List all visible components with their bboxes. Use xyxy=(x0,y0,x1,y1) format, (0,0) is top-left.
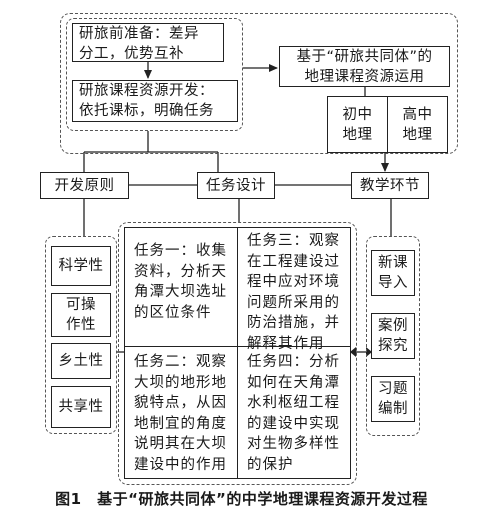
usage-box: 基于“研旅共同体”的 地理课程资源运用 xyxy=(279,46,450,87)
task-3: 任务三：观察 在工程建设过 程中应对环境 问题所采用的 防治措施，并 解释其作用 xyxy=(247,233,340,352)
step-case-study: 案例 探究 xyxy=(371,313,415,359)
principle-operable: 可操 作性 xyxy=(51,293,111,337)
prep-line-1: 研旅前准备：差异 xyxy=(79,26,199,42)
teaching-dashed-frame xyxy=(366,236,420,436)
usage-line-1: 基于“研旅共同体”的 xyxy=(296,48,433,65)
header-task-design: 任务设计 xyxy=(197,172,275,199)
header-teaching: 教学环节 xyxy=(351,172,429,199)
prep-dev-dashed-frame xyxy=(66,18,243,131)
step-exercises: 习题 编制 xyxy=(371,376,415,422)
tasks-dashed-frame xyxy=(118,222,357,485)
task-2: 任务二：观察 大坝的地形地 貌特点，从因 地制宜的角度 说明其在大坝 建设中的作… xyxy=(134,354,227,473)
dev-line-1: 研旅课程资源开发： xyxy=(79,83,214,99)
principle-local: 乡土性 xyxy=(51,343,111,379)
prep-box: 研旅前准备：差异 分工，优势互补 xyxy=(72,23,224,62)
figure-caption: 图1 基于“研旅共同体”的中学地理课程资源开发过程 xyxy=(55,490,428,508)
dev-box: 研旅课程资源开发： 依托课标，明确任务 xyxy=(72,80,238,122)
principle-shared: 共享性 xyxy=(51,386,111,428)
top-dashed-frame xyxy=(60,13,458,154)
header-principles: 开发原则 xyxy=(40,172,129,199)
levels-box: 初中 地理 高中 地理 xyxy=(327,96,448,153)
prep-line-2: 分工，优势互补 xyxy=(79,46,184,62)
step-new-lesson: 新课 导入 xyxy=(371,250,415,296)
level-senior: 高中 地理 xyxy=(402,106,433,143)
task-4: 任务四：分析 如何在天角潭 水利枢纽工程 的建设中实现 对生物多样性 的保护 xyxy=(247,354,340,473)
level-junior: 初中 地理 xyxy=(328,97,388,152)
principle-scientific: 科学性 xyxy=(51,246,111,286)
dev-line-2: 依托课标，明确任务 xyxy=(79,103,214,119)
principles-dashed-frame xyxy=(45,236,117,434)
usage-line-2: 地理课程资源运用 xyxy=(304,68,425,85)
task-1: 任务一：收集 资料，分析天 角潭大坝选址 的区位条件 xyxy=(134,243,227,321)
